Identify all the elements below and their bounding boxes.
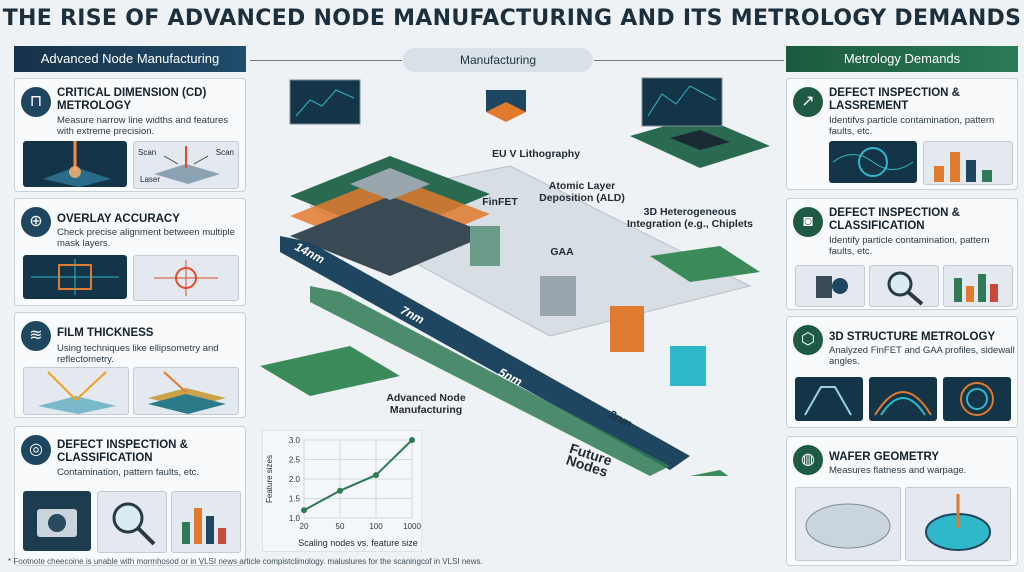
layers-icon: ≋ xyxy=(21,321,51,351)
right-column: Metrology Demands ↗ DEFECT INSPECTION & … xyxy=(786,46,1018,566)
cd-scan-diagram: Scan Scan Laser xyxy=(133,141,239,189)
left-column: Advanced Node Manufacturing ⊓ CRITICAL D… xyxy=(14,46,246,566)
trend-icon: ↗ xyxy=(793,87,823,117)
data-point xyxy=(409,437,415,443)
magnifier-image xyxy=(97,491,167,553)
right-column-header: Metrology Demands xyxy=(786,46,1018,72)
cube-icon: ⬡ xyxy=(793,325,823,355)
classification-bars-image xyxy=(943,265,1013,307)
x-tick-label: 50 xyxy=(336,522,345,531)
y-tick-label: 3.0 xyxy=(289,436,301,445)
x-tick-label: 1000 xyxy=(403,522,421,531)
panel-desc: Identifvs particle contamination, patter… xyxy=(829,115,995,137)
profile-image-1 xyxy=(795,377,863,421)
panel-title: FILM THICKNESS xyxy=(57,327,154,339)
ellipsometry-image xyxy=(23,367,129,415)
footnote: * Footnote cheecoine is unable with morm… xyxy=(8,557,483,566)
panel-film-thickness: ≋ FILM THICKNESS Using techniques like e… xyxy=(14,312,246,418)
euv-label: EU V Lithography xyxy=(491,148,581,160)
cd-laser-image xyxy=(23,141,127,187)
panel-defect-inspection-left: ◎ DEFECT INSPECTION & CLASSIFICATION Con… xyxy=(14,426,246,566)
crosshair-icon: ⊕ xyxy=(21,207,51,237)
data-point xyxy=(301,507,307,514)
panel-title: 3D STRUCTURE METROLOGY xyxy=(829,331,996,343)
panel-desc: Identify particle contamination, pattern… xyxy=(829,235,990,257)
data-point xyxy=(373,472,379,479)
left-column-header: Advanced Node Manufacturing xyxy=(14,46,246,72)
finfet-label: FinFET xyxy=(482,196,518,208)
wafer-flatness-image xyxy=(795,487,901,561)
laser-label: Laser xyxy=(140,175,161,184)
manufacturing-header: Manufacturing xyxy=(403,48,593,72)
ald-label: Atomic Layer Deposition (ALD) xyxy=(539,180,625,204)
wafer-icon: ◍ xyxy=(793,445,823,475)
gaa-label: GAA xyxy=(550,246,574,258)
scan-icon: ◎ xyxy=(21,435,51,465)
panel-title: DEFECT INSPECTION & LASSREMENT xyxy=(829,87,960,112)
wafer-scan-image xyxy=(829,141,917,183)
defect-bars-image xyxy=(923,141,1013,185)
panel-desc: Using techniques like ellipsometry and r… xyxy=(57,343,219,365)
panel-desc: Analyzed FinFET and GAA profiles, sidewa… xyxy=(829,345,1015,367)
overlay-target-image xyxy=(23,255,127,299)
connector-right xyxy=(594,60,784,61)
series-line xyxy=(303,439,413,512)
panel-title: DEFECT INSPECTION & CLASSIFICATION xyxy=(57,439,188,464)
x-tick-label: 100 xyxy=(369,522,383,531)
y-tick-label: 1.0 xyxy=(289,514,301,523)
y-tick-label: 2.5 xyxy=(289,456,301,465)
hetero-label: 3D Heterogeneous Integration (e.g., Chip… xyxy=(626,206,753,230)
profile-image-2 xyxy=(869,377,937,421)
panel-wafer-geometry: ◍ WAFER GEOMETRY Measures flatness and w… xyxy=(786,436,1018,566)
panel-title: OVERLAY ACCURACY xyxy=(57,213,180,225)
caliper-icon: ⊓ xyxy=(21,87,51,117)
wafer-warpage-image xyxy=(905,487,1011,561)
defect-bar-thumbnail xyxy=(171,491,241,553)
reflectometry-image xyxy=(133,367,239,415)
y-tick-label: 1.5 xyxy=(289,495,301,504)
panel-title: CRITICAL DIMENSION (CD) METROLOGY xyxy=(57,87,207,112)
panel-3d-structure: ⬡ 3D STRUCTURE METROLOGY Analyzed FinFET… xyxy=(786,316,1018,428)
overlay-crosshair-diagram xyxy=(133,255,239,301)
panel-desc: Measure narrow line widths and features … xyxy=(57,115,229,137)
x-tick-label: 20 xyxy=(300,522,309,531)
panel-title: DEFECT INSPECTION & CLASSIFICATION xyxy=(829,207,960,232)
panel-defect-lassrement: ↗ DEFECT INSPECTION & LASSREMENT Identif… xyxy=(786,78,1018,190)
advanced-node-label: Advanced Node Manufacturing xyxy=(386,392,466,416)
connector-left xyxy=(250,60,402,61)
page-title: THE RISE OF ADVANCED NODE MANUFACTURING … xyxy=(2,6,1022,31)
y-axis-label: Feature sizes xyxy=(265,455,274,503)
panel-defect-classification-right: ◙ DEFECT INSPECTION & CLASSIFICATION Ide… xyxy=(786,198,1018,310)
process-diagram xyxy=(260,77,770,476)
data-point xyxy=(337,487,343,494)
panel-desc: Contamination, pattern faults, etc. xyxy=(57,467,200,478)
panel-desc: Check precise alignment between multiple… xyxy=(57,227,235,249)
panel-desc: Measures flatness and warpage. xyxy=(829,465,967,476)
scan-label-right: Scan xyxy=(215,148,234,157)
microscope-image xyxy=(795,265,865,307)
camera-image xyxy=(23,491,91,551)
profile-image-3 xyxy=(943,377,1011,421)
scan-label-left: Scan xyxy=(138,148,157,157)
magnifier-image xyxy=(869,265,939,307)
panel-title: WAFER GEOMETRY xyxy=(829,451,940,463)
camera-icon: ◙ xyxy=(793,207,823,237)
y-tick-label: 2.0 xyxy=(289,475,301,484)
panel-cd-metrology: ⊓ CRITICAL DIMENSION (CD) METROLOGY Meas… xyxy=(14,78,246,192)
x-axis-label: Scaling nodes vs. feature size xyxy=(298,538,418,548)
panel-overlay-accuracy: ⊕ OVERLAY ACCURACY Check precise alignme… xyxy=(14,198,246,306)
